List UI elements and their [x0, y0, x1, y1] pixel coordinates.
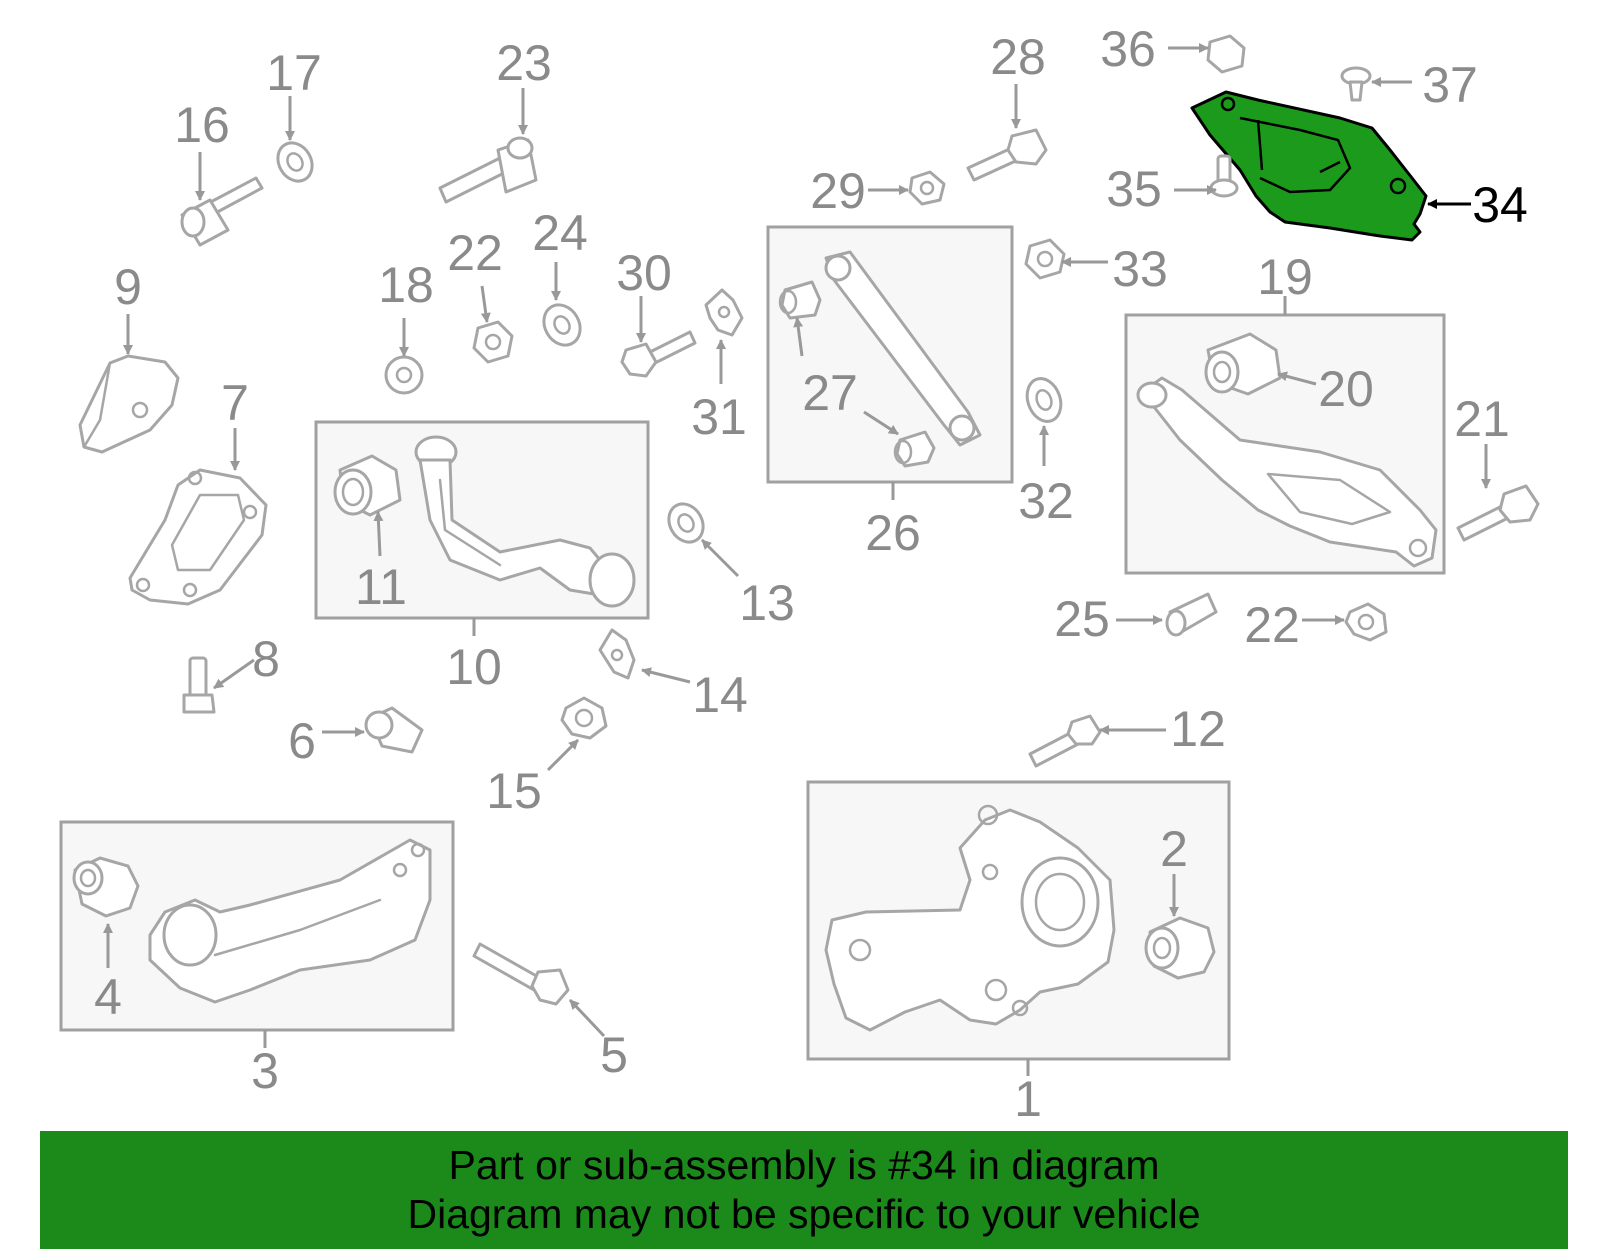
part-24-washer: [542, 303, 582, 347]
part-36-nut: [1206, 34, 1246, 74]
part-4-bushing: [72, 856, 140, 918]
label-24: 24: [532, 205, 588, 261]
part-6-bolt: [364, 706, 424, 754]
part-21-bolt: [1456, 484, 1540, 542]
part-22-nut-top: [472, 320, 514, 364]
part-8-bolt: [182, 656, 216, 714]
part-23-bolt: [438, 136, 538, 204]
part-25-sleeve: [1165, 592, 1218, 637]
label-28: 28: [990, 29, 1046, 85]
label-23: 23: [496, 35, 552, 91]
label-26: 26: [865, 505, 921, 561]
label-20: 20: [1318, 361, 1374, 417]
info-banner: Part or sub-assembly is #34 in diagram D…: [40, 1131, 1568, 1249]
part-33-nut: [1024, 238, 1066, 280]
part-32-washer: [1025, 377, 1063, 423]
part-28-bolt: [966, 128, 1048, 182]
label-27: 27: [802, 365, 858, 421]
label-19: 19: [1257, 249, 1313, 305]
label-22-right: 22: [1244, 597, 1300, 653]
part-37-clip: [1340, 66, 1372, 102]
part-5-bolt: [472, 942, 570, 1006]
part-15-nut: [560, 696, 608, 740]
part-9-cover: [78, 354, 180, 454]
part-11-bushing: [333, 454, 402, 517]
label-34: 34: [1472, 177, 1528, 233]
label-31: 31: [691, 389, 747, 445]
label-4: 4: [94, 969, 122, 1025]
part-10-arm: [414, 435, 636, 608]
label-37: 37: [1422, 57, 1478, 113]
part-27-bushing-bottom: [893, 430, 936, 468]
part-34-lower-arm-highlighted: [1190, 90, 1428, 242]
label-17: 17: [266, 45, 322, 101]
label-33: 33: [1112, 241, 1168, 297]
part-12-bolt: [1028, 714, 1102, 768]
label-15: 15: [486, 763, 542, 819]
part-22-nut-right: [1344, 602, 1388, 642]
label-16: 16: [174, 97, 230, 153]
part-1-knuckle: [824, 804, 1116, 1032]
label-14: 14: [692, 667, 748, 723]
label-22-top: 22: [447, 225, 503, 281]
part-20-bushing: [1204, 332, 1282, 396]
label-12: 12: [1170, 701, 1226, 757]
part-29-nut: [908, 170, 946, 206]
label-5: 5: [600, 1027, 628, 1083]
label-29: 29: [810, 163, 866, 219]
callout-labels: 1 2 3 4 5 6 7 8 9 10 11 12 13 14 15 16 1…: [94, 21, 1528, 1127]
label-36: 36: [1100, 21, 1156, 77]
part-30-bolt: [620, 330, 697, 378]
part-18-nut: [384, 355, 424, 395]
label-30: 30: [616, 245, 672, 301]
label-35: 35: [1106, 161, 1162, 217]
label-3: 3: [251, 1043, 279, 1099]
part-13-washer: [667, 502, 705, 544]
part-16-bolt: [180, 176, 264, 247]
label-8: 8: [252, 631, 280, 687]
part-7-bracket: [128, 468, 268, 606]
part-3-trailing-arm: [148, 838, 432, 1004]
banner-line-1: Part or sub-assembly is #34 in diagram: [448, 1142, 1160, 1188]
label-10: 10: [446, 639, 502, 695]
part-19-control-arm: [1136, 376, 1438, 568]
part-2-bushing: [1144, 916, 1216, 980]
part-31-plate: [704, 288, 744, 337]
part-26-link: [824, 250, 982, 447]
info-banner-background: [40, 1131, 1568, 1249]
label-2: 2: [1160, 821, 1188, 877]
banner-line-2: Diagram may not be specific to your vehi…: [407, 1191, 1201, 1237]
label-11: 11: [355, 559, 407, 615]
label-25: 25: [1054, 591, 1110, 647]
label-32: 32: [1018, 473, 1074, 529]
part-14-plate: [598, 628, 636, 680]
part-27-bushing-top: [778, 280, 822, 320]
label-13: 13: [739, 575, 795, 631]
label-7: 7: [221, 375, 249, 431]
leader-lines: [103, 43, 1491, 1076]
label-9: 9: [114, 259, 142, 315]
label-6: 6: [288, 713, 316, 769]
label-18: 18: [378, 257, 434, 313]
label-1: 1: [1014, 1071, 1042, 1127]
label-21: 21: [1454, 391, 1510, 447]
part-17-washer: [276, 141, 314, 183]
